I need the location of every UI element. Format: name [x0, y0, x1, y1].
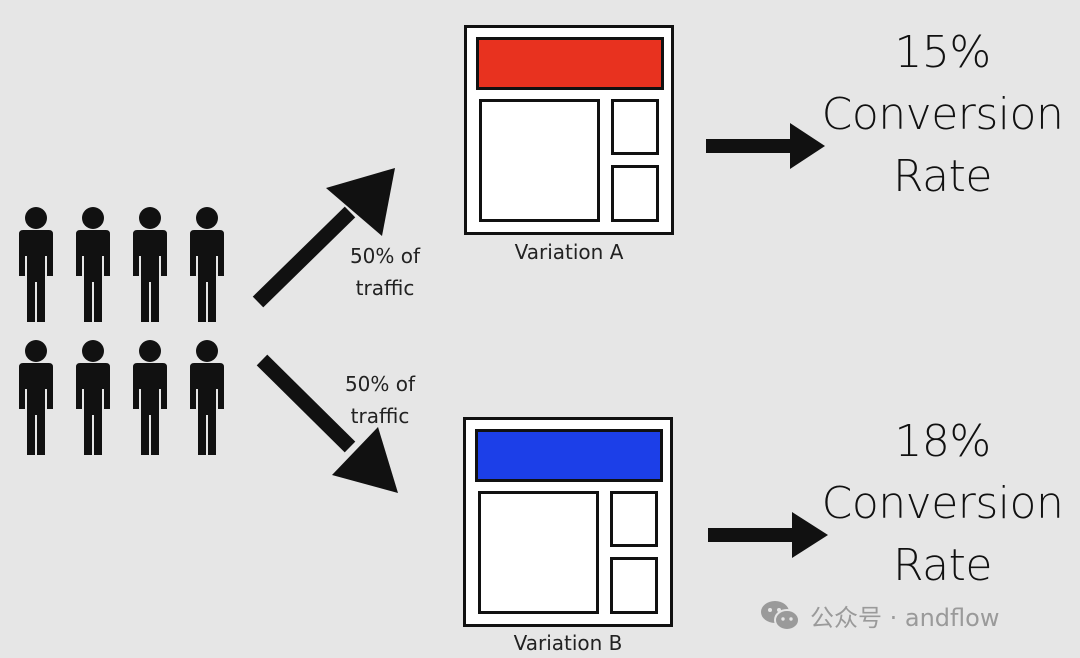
arrow-right-icon — [706, 123, 825, 169]
variation-a-wireframe — [464, 25, 674, 235]
traffic-label-line: traffic — [350, 404, 410, 428]
traffic-label-line: traffic — [355, 276, 415, 300]
variation-b-label: Variation B — [513, 631, 623, 655]
variation-b-wireframe — [463, 417, 673, 627]
watermark: 公众号 · andflow — [760, 598, 999, 633]
variation-b-result: 18% Conversion Rate — [820, 411, 1065, 597]
variation-a-header-bar — [476, 37, 664, 90]
variation-b-side-block-bottom — [610, 557, 658, 614]
variation-b-main-block — [478, 491, 599, 614]
traffic-label-line: 50% of — [349, 244, 421, 268]
variation-a-label: Variation A — [514, 240, 624, 264]
wechat-icon — [761, 600, 800, 631]
variation-b-header-bar — [475, 429, 663, 482]
variation-a-percent: 15% — [894, 27, 991, 78]
variation-a-result-line1: Conversion — [821, 89, 1064, 140]
variation-a-side-block-bottom — [611, 165, 659, 222]
variation-b-percent: 18% — [894, 416, 991, 467]
arrow-up-right-icon — [252, 168, 395, 308]
variation-a-result: 15% Conversion Rate — [820, 22, 1065, 208]
arrow-down-right-icon — [256, 354, 398, 493]
variation-a-result-line2: Rate — [893, 151, 992, 202]
arrow-right-icon — [708, 512, 828, 558]
variation-b-result-line2: Rate — [893, 540, 992, 591]
watermark-text: 公众号 · andflow — [810, 604, 1000, 632]
variation-b-side-block-top — [610, 491, 658, 547]
variation-a-main-block — [479, 99, 600, 222]
traffic-label-top: 50% of traffic — [330, 240, 440, 304]
variation-b-result-line1: Conversion — [821, 478, 1064, 529]
traffic-label-line: 50% of — [344, 372, 416, 396]
traffic-label-bottom: 50% of traffic — [325, 368, 435, 432]
variation-a-side-block-top — [611, 99, 659, 155]
